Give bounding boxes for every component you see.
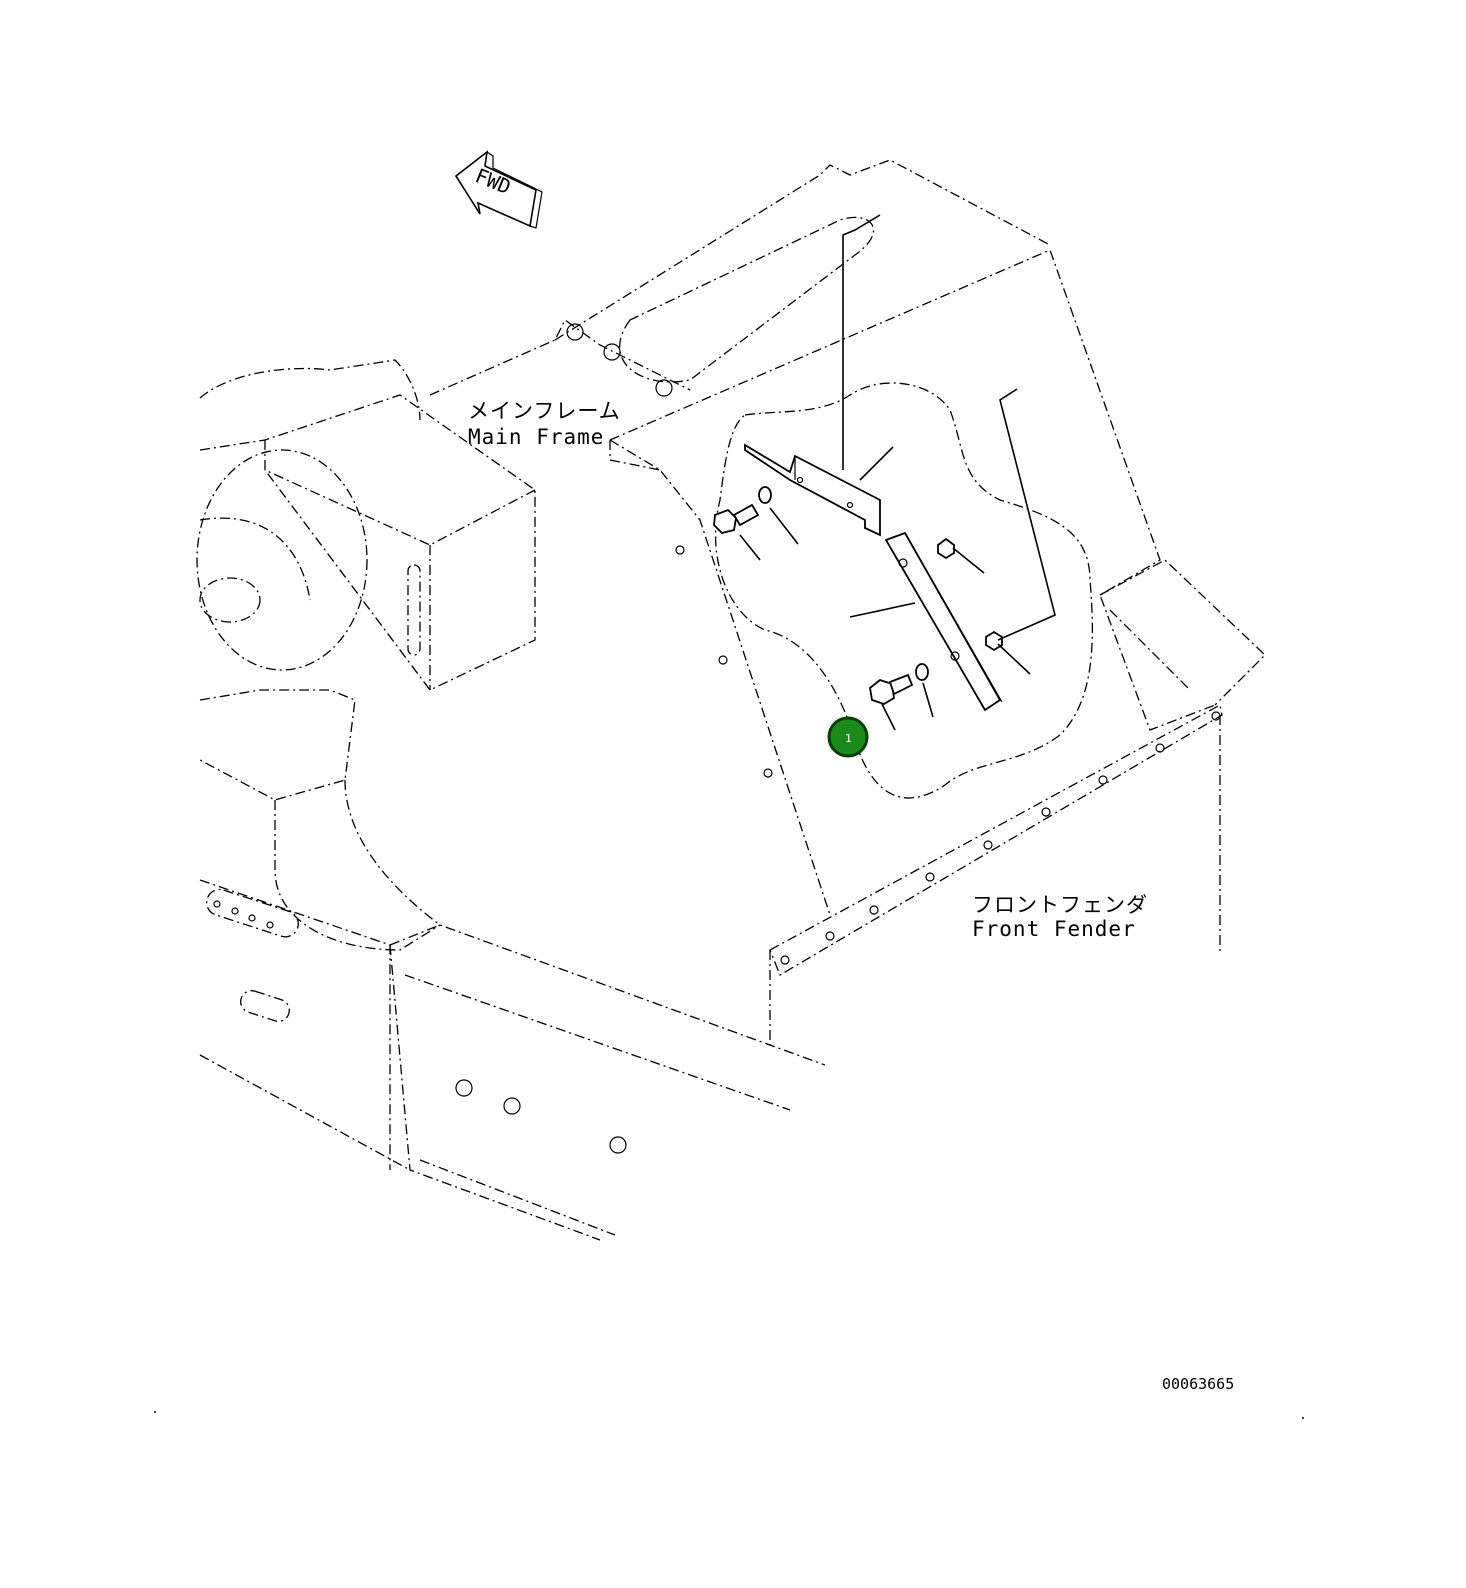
- front-fender-outline: [609, 249, 1266, 1045]
- nut-lower: [985, 630, 1003, 652]
- main-frame-label-en: Main Frame: [468, 425, 604, 449]
- leader-lines: [739, 214, 1056, 731]
- corner-mark-right: [1302, 1417, 1304, 1419]
- front-fender-label: フロントフェンダ Front Fender: [972, 893, 1148, 941]
- callout-1-number: 1: [845, 732, 852, 745]
- detail-cloud-outline: [714, 382, 1094, 799]
- fwd-label: FWD: [472, 163, 514, 199]
- nut-upper: [937, 537, 955, 560]
- main-frame-label-jp: メインフレーム: [468, 399, 621, 423]
- fwd-arrow-icon: FWD: [454, 150, 543, 229]
- front-fender-label-en: Front Fender: [972, 917, 1136, 941]
- front-fender-label-jp: フロントフェンダ: [972, 893, 1148, 917]
- corner-mark-left: [154, 1411, 156, 1413]
- callout-1-circle: [827, 716, 869, 758]
- main-frame-outline: [196, 159, 1051, 1241]
- bracket-upper: [744, 443, 881, 537]
- drawing-number: 00063665: [1162, 1375, 1234, 1393]
- bolt-upper: [713, 503, 760, 534]
- bolt-lower: [869, 673, 914, 705]
- main-frame-label: メインフレーム Main Frame: [468, 399, 621, 449]
- washer-lower: [915, 663, 929, 681]
- callout-1-button[interactable]: 1: [827, 716, 869, 758]
- bracket-lower: [884, 531, 1003, 712]
- washer-upper: [758, 486, 772, 504]
